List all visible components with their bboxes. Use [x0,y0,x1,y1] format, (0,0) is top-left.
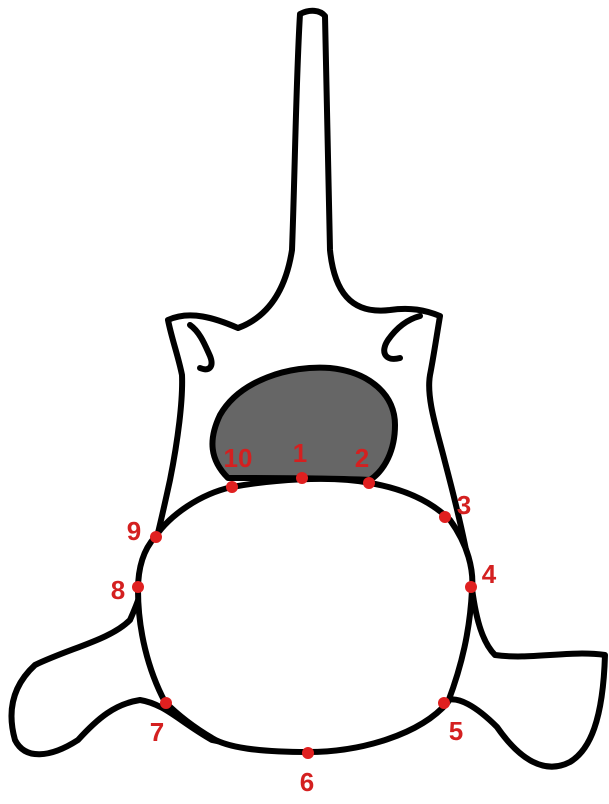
landmark-point-4 [465,581,477,593]
vertebral-body [138,479,472,752]
landmark-label-2: 2 [355,443,369,473]
landmark-label-4: 4 [482,559,497,589]
landmark-label-8: 8 [111,575,125,605]
landmark-point-9 [150,531,162,543]
landmark-point-8 [132,581,144,593]
landmark-label-10: 10 [224,443,253,473]
landmark-label-1: 1 [293,438,307,468]
landmark-point-5 [438,697,450,709]
landmark-label-5: 5 [449,716,463,746]
landmark-point-6 [302,747,314,759]
landmark-label-6: 6 [300,767,314,797]
landmark-point-1 [296,472,308,484]
landmark-point-7 [160,697,172,709]
landmark-label-3: 3 [457,490,471,520]
landmark-point-10 [226,481,238,493]
landmark-point-3 [439,511,451,523]
landmark-label-9: 9 [127,516,141,546]
landmark-label-7: 7 [150,717,164,747]
landmark-point-2 [363,477,375,489]
